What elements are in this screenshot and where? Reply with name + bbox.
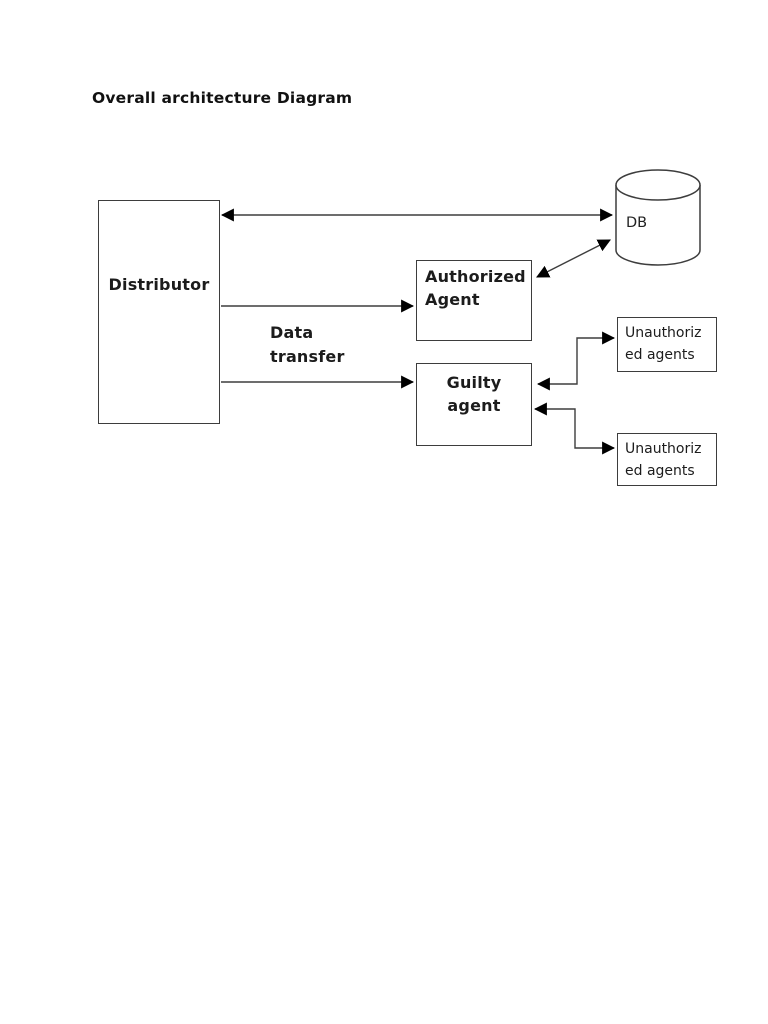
node-unauthorized-agents-2: Unauthoriz ed agents: [617, 433, 717, 486]
page-title: Overall architecture Diagram: [92, 89, 353, 107]
node-guilty-agent: Guilty agent: [416, 363, 532, 446]
node-authorized-agent: Authorized Agent: [416, 260, 532, 341]
node-unauthorized-agents-2-label: Unauthoriz ed agents: [625, 441, 702, 479]
db-cylinder-shape: [615, 169, 701, 266]
node-distributor: Distributor: [98, 200, 220, 424]
node-guilty-agent-label: Guilty agent: [446, 373, 502, 415]
edge-guilty-agent-unauthorized-1: [536, 331, 616, 391]
node-unauthorized-agents-1: Unauthoriz ed agents: [617, 317, 717, 372]
node-unauthorized-agents-1-label: Unauthoriz ed agents: [625, 325, 702, 363]
node-distributor-label: Distributor: [108, 275, 210, 294]
node-authorized-agent-label: Authorized Agent: [425, 267, 526, 309]
edge-authorized-agent-db: [536, 239, 611, 278]
edge-guilty-agent-unauthorized-2: [533, 402, 616, 455]
node-db-label: DB: [626, 215, 648, 231]
edge-label-data-transfer: Data transfer: [270, 323, 345, 366]
